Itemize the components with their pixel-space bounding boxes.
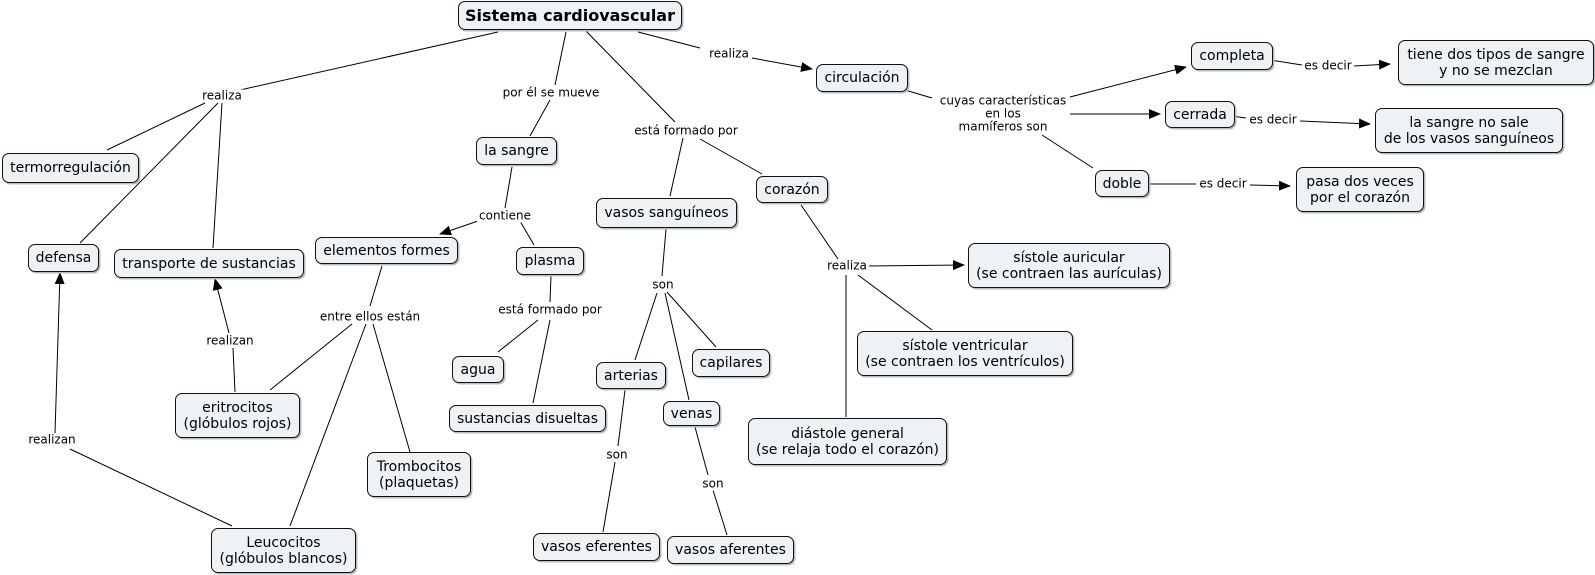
link-label-es-decir: es decir <box>1197 176 1249 191</box>
node-pasa-dos-veces[interactable]: pasa dos veces por el corazón <box>1296 167 1424 212</box>
node-agua[interactable]: agua <box>452 356 504 383</box>
node-tiene-dos-tipos[interactable]: tiene dos tipos de sangre y no se mezcla… <box>1398 40 1594 85</box>
link-label-es-decir: es decir <box>1302 58 1354 73</box>
link-label-realizan: realizan <box>204 333 256 348</box>
link-label-esta-formado-por-plasma: está formado por <box>496 302 604 317</box>
link-label-por-el-se-mueve: por él se mueve <box>500 85 602 100</box>
node-termorregulacion[interactable]: termorregulación <box>2 153 139 183</box>
node-leucocitos[interactable]: Leucocitos (glóbulos blancos) <box>211 528 356 573</box>
node-defensa[interactable]: defensa <box>28 244 99 272</box>
link-label-son: son <box>604 447 630 462</box>
node-transporte-de-sustancias[interactable]: transporte de sustancias <box>114 249 304 278</box>
link-label-cuyas-caracteristicas: cuyas características en los mamíferos s… <box>937 93 1069 134</box>
link-label-son: son <box>700 476 726 491</box>
node-la-sangre-no-sale[interactable]: la sangre no sale de los vasos sanguíneo… <box>1375 108 1563 153</box>
node-corazon[interactable]: corazón <box>756 176 828 203</box>
node-vasos-eferentes[interactable]: vasos eferentes <box>533 533 660 561</box>
node-arterias[interactable]: arterias <box>596 362 666 389</box>
node-elementos-formes[interactable]: elementos formes <box>315 237 458 264</box>
node-eritrocitos[interactable]: eritrocitos (glóbulos rojos) <box>175 393 300 438</box>
link-label-son: son <box>650 277 676 292</box>
node-sustancias-disueltas[interactable]: sustancias disueltas <box>449 405 606 432</box>
node-circulacion[interactable]: circulación <box>816 64 908 92</box>
node-completa[interactable]: completa <box>1191 42 1273 70</box>
node-trombocitos[interactable]: Trombocitos (plaquetas) <box>367 452 471 497</box>
link-label-realiza-circulacion: realiza <box>707 46 751 61</box>
node-vasos-sanguineos[interactable]: vasos sanguíneos <box>596 198 737 228</box>
node-sistole-ventricular[interactable]: sístole ventricular (se contraen los ven… <box>857 331 1073 376</box>
link-label-realizan: realizan <box>26 432 78 447</box>
link-label-esta-formado-por: está formado por <box>632 123 740 138</box>
node-cerrada[interactable]: cerrada <box>1165 101 1235 128</box>
link-label-contiene: contiene <box>477 208 533 223</box>
node-sistema-cardiovascular[interactable]: Sistema cardiovascular <box>458 1 682 30</box>
link-label-realiza: realiza <box>200 88 244 103</box>
node-venas[interactable]: venas <box>663 401 720 426</box>
node-la-sangre[interactable]: la sangre <box>476 137 557 165</box>
link-label-entre-ellos-estan: entre ellos están <box>317 309 423 324</box>
node-sistole-auricular[interactable]: sístole auricular (se contraen las auríc… <box>968 243 1170 288</box>
node-diastole-general[interactable]: diástole general (se relaja todo el cora… <box>748 418 947 465</box>
node-capilares[interactable]: capilares <box>692 349 770 377</box>
node-plasma[interactable]: plasma <box>516 247 584 275</box>
link-label-realiza-corazon: realiza <box>825 258 869 273</box>
node-vasos-aferentes[interactable]: vasos aferentes <box>667 536 794 564</box>
link-label-es-decir: es decir <box>1247 112 1299 127</box>
node-doble[interactable]: doble <box>1095 170 1149 197</box>
